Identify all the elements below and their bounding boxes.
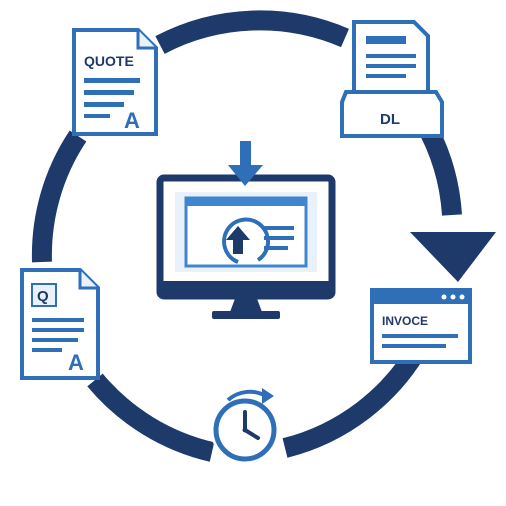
quote-corner-letter: A [124,108,140,133]
invoice-label: INVOCE [382,314,428,328]
quote-document-icon: QUOTE A [72,28,158,136]
dl-document-tray-icon: DL [340,20,444,138]
monitor-upload-icon [156,174,336,319]
q-badge-letter: Q [37,288,49,305]
download-arrow-icon [228,141,263,186]
q-document-icon: Q A [20,268,100,380]
ring-bottom-left-segment [87,373,215,462]
dl-label: DL [380,111,400,128]
invoice-window-icon: INVOCE [370,288,472,364]
q-corner-letter: A [68,350,84,375]
clock-refresh-icon [210,388,284,465]
ring-left-segment [31,130,87,263]
ring-top-segment [155,10,349,54]
quote-label: QUOTE [84,53,134,69]
ring-arrowhead [410,232,496,282]
